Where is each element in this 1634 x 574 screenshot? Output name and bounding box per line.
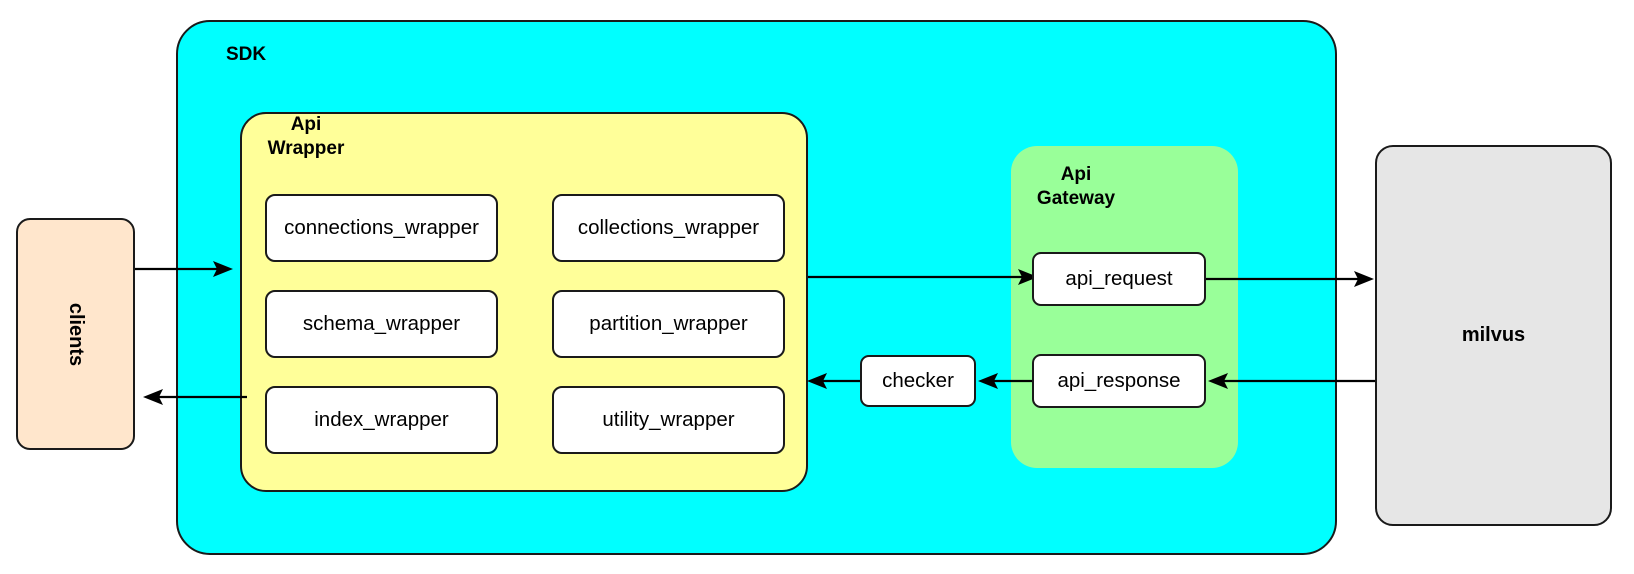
collections-wrapper-node[interactable]: collections_wrapper bbox=[552, 194, 785, 262]
clients-node[interactable]: clients bbox=[16, 218, 135, 450]
api-response-node[interactable]: api_response bbox=[1032, 354, 1206, 408]
collections-wrapper-label: collections_wrapper bbox=[577, 216, 760, 240]
milvus-label: milvus bbox=[1461, 324, 1526, 346]
checker-label: checker bbox=[882, 369, 954, 393]
connections-wrapper-node[interactable]: connections_wrapper bbox=[265, 194, 498, 262]
partition-wrapper-node[interactable]: partition_wrapper bbox=[552, 290, 785, 358]
utility-wrapper-label: utility_wrapper bbox=[602, 408, 735, 432]
connections-wrapper-label: connections_wrapper bbox=[284, 216, 479, 240]
clients-label: clients bbox=[64, 302, 87, 366]
schema-wrapper-label: schema_wrapper bbox=[302, 312, 461, 336]
api-request-node[interactable]: api_request bbox=[1032, 252, 1206, 306]
milvus-node[interactable]: milvus bbox=[1375, 145, 1612, 526]
index-wrapper-label: index_wrapper bbox=[314, 408, 449, 432]
api-request-label: api_request bbox=[1065, 267, 1173, 291]
api-gateway-container bbox=[1011, 146, 1238, 468]
index-wrapper-node[interactable]: index_wrapper bbox=[265, 386, 498, 454]
api-response-label: api_response bbox=[1057, 369, 1181, 393]
checker-node[interactable]: checker bbox=[860, 355, 976, 407]
utility-wrapper-node[interactable]: utility_wrapper bbox=[552, 386, 785, 454]
schema-wrapper-node[interactable]: schema_wrapper bbox=[265, 290, 498, 358]
partition-wrapper-label: partition_wrapper bbox=[589, 312, 748, 336]
